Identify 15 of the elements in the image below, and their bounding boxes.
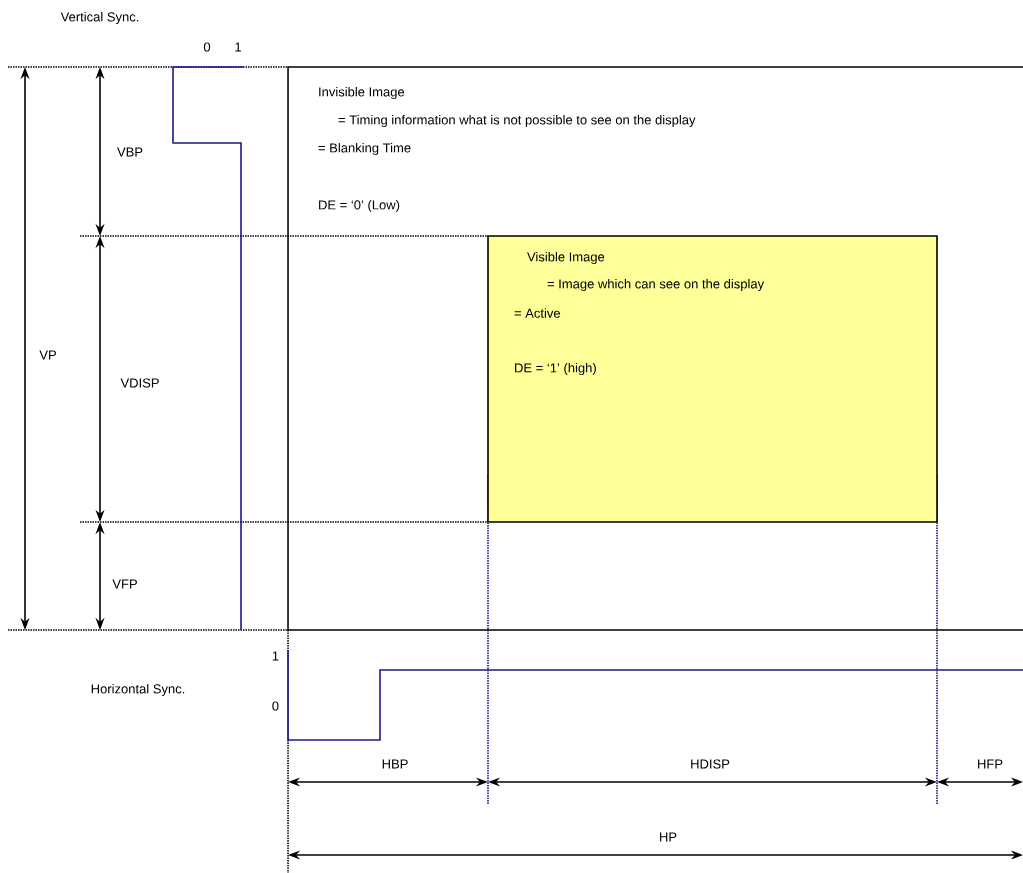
dimension-label: VP (39, 350, 56, 360)
axis-label: Vertical Sync. (60, 11, 139, 25)
level-label: 1 (272, 651, 279, 661)
axis-label: Horizontal Sync. (91, 683, 185, 697)
level-label: 0 (272, 701, 279, 711)
dimension-label: HBP (382, 759, 408, 769)
dimension-label: VFP (112, 579, 137, 589)
dimension-label: HDISP (691, 759, 730, 769)
dimension-label: HFP (978, 759, 1003, 769)
level-label: 1 (235, 42, 241, 52)
level-label: 0 (203, 42, 211, 52)
visible-area-box: Visible Image = Image which can see on the display = Active DE = ‘1’ (high) (487, 235, 938, 523)
dimension-label: HP (660, 832, 677, 842)
dimension-label: VDISP (120, 378, 159, 388)
dimension-label: VBP (117, 147, 143, 157)
